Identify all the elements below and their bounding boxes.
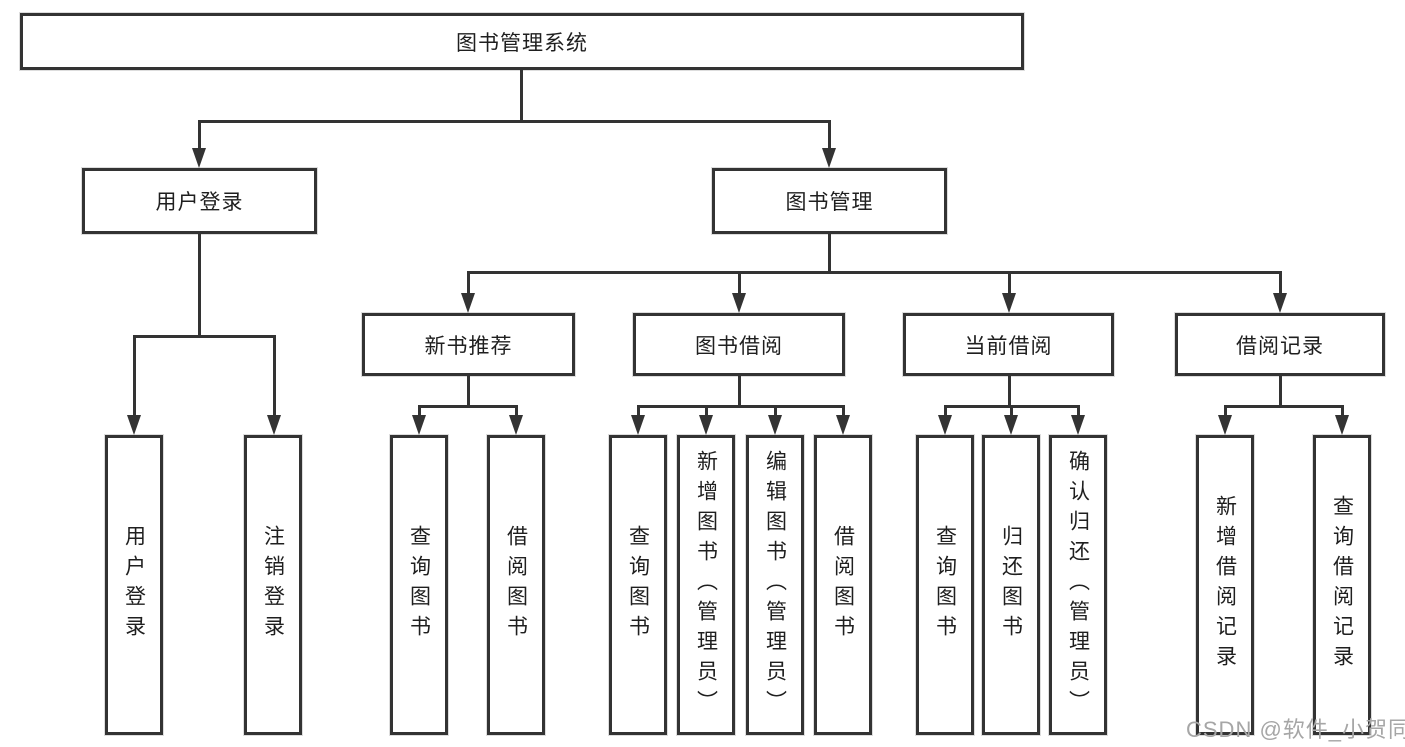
connector-line xyxy=(637,405,845,408)
connector-line xyxy=(133,335,136,419)
node-label: 借阅图书 xyxy=(831,525,855,645)
connector-line xyxy=(467,376,470,407)
arrow-icon xyxy=(732,293,746,313)
arrow-icon xyxy=(699,415,713,435)
node-label: 注销登录 xyxy=(261,525,285,645)
connector-line xyxy=(774,405,777,419)
connector-line xyxy=(828,233,831,273)
connector-line xyxy=(738,271,741,296)
node-new-book-recommendation: 新书推荐 xyxy=(362,313,575,376)
node-label: 确认归还（管理员） xyxy=(1066,450,1090,720)
leaf-logout: 注销登录 xyxy=(244,435,302,735)
connector-line xyxy=(1008,376,1011,407)
node-label: 归还图书 xyxy=(999,525,1023,645)
arrow-icon xyxy=(822,148,836,168)
node-book-management: 图书管理 xyxy=(712,168,947,234)
node-label: 用户登录 xyxy=(122,525,146,645)
connector-line xyxy=(1008,271,1011,296)
node-label: 查询图书 xyxy=(407,525,431,645)
leaf-query-borrow-record: 查询借阅记录 xyxy=(1313,435,1371,735)
connector-line xyxy=(418,405,421,419)
leaf-add-borrow-record: 新增借阅记录 xyxy=(1196,435,1254,735)
arrow-icon xyxy=(768,415,782,435)
connector-line xyxy=(842,405,845,419)
node-label: 编辑图书（管理员） xyxy=(763,450,787,720)
leaf-return-books: 归还图书 xyxy=(982,435,1040,735)
arrow-icon xyxy=(412,415,426,435)
connector-line xyxy=(1279,376,1282,407)
leaf-query-books-borrowing: 查询图书 xyxy=(609,435,667,735)
connector-line xyxy=(1341,405,1344,419)
connector-line xyxy=(1279,271,1282,296)
node-label: 查询图书 xyxy=(626,525,650,645)
connector-line xyxy=(273,335,276,419)
node-label: 借阅记录 xyxy=(1236,334,1324,358)
node-label: 查询图书 xyxy=(933,525,957,645)
arrow-icon xyxy=(267,415,281,435)
node-label: 用户登录 xyxy=(155,191,244,214)
connector-line xyxy=(198,233,201,337)
node-label: 图书管理 xyxy=(785,191,874,214)
connector-line xyxy=(198,120,201,152)
leaf-query-books-recommend: 查询图书 xyxy=(390,435,448,735)
arrow-icon xyxy=(192,148,206,168)
node-label: 当前借阅 xyxy=(964,334,1053,358)
connector-line xyxy=(467,271,1281,274)
arrow-icon xyxy=(1273,293,1287,313)
arrow-icon xyxy=(127,415,141,435)
leaf-user-login: 用户登录 xyxy=(105,435,163,735)
arrow-icon xyxy=(938,415,952,435)
arrow-icon xyxy=(1071,415,1085,435)
connector-line xyxy=(1077,405,1080,419)
arrow-icon xyxy=(1004,415,1018,435)
node-user-login: 用户登录 xyxy=(82,168,317,234)
leaf-confirm-return-admin: 确认归还（管理员） xyxy=(1049,435,1107,735)
node-label: 图书借阅 xyxy=(695,334,783,358)
arrow-icon xyxy=(1335,415,1349,435)
connector-line xyxy=(198,120,831,123)
node-label: 查询借阅记录 xyxy=(1330,495,1354,675)
connector-line xyxy=(738,376,741,407)
connector-line xyxy=(515,405,518,419)
connector-line xyxy=(705,405,708,419)
leaf-add-books-admin: 新增图书（管理员） xyxy=(677,435,735,735)
node-label: 新增借阅记录 xyxy=(1213,495,1237,675)
connector-line xyxy=(520,69,523,123)
node-borrowing-records: 借阅记录 xyxy=(1175,313,1385,376)
leaf-borrow-books-recommend: 借阅图书 xyxy=(487,435,545,735)
arrow-icon xyxy=(1002,293,1016,313)
connector-line xyxy=(944,405,947,419)
leaf-query-books-current: 查询图书 xyxy=(916,435,974,735)
connector-line xyxy=(133,335,276,338)
arrow-icon xyxy=(1218,415,1232,435)
node-current-borrowing: 当前借阅 xyxy=(903,313,1114,376)
leaf-borrow-books: 借阅图书 xyxy=(814,435,872,735)
arrow-icon xyxy=(509,415,523,435)
node-book-borrowing: 图书借阅 xyxy=(633,313,845,376)
node-label: 新书推荐 xyxy=(424,334,513,358)
connector-line xyxy=(637,405,640,419)
connector-line xyxy=(467,271,470,296)
connector-line xyxy=(418,405,518,408)
node-library-management-system: 图书管理系统 xyxy=(20,13,1024,70)
arrow-icon xyxy=(461,293,475,313)
csdn-watermark: CSDN @软件_小贺同学 xyxy=(1186,717,1405,742)
connector-line xyxy=(1224,405,1227,419)
node-label: 新增图书（管理员） xyxy=(694,450,718,720)
arrow-icon xyxy=(836,415,850,435)
node-label: 借阅图书 xyxy=(504,525,528,645)
arrow-icon xyxy=(631,415,645,435)
connector-line xyxy=(828,120,831,152)
node-label: 图书管理系统 xyxy=(456,31,588,55)
connector-line xyxy=(1224,405,1344,408)
leaf-edit-books-admin: 编辑图书（管理员） xyxy=(746,435,804,735)
connector-line xyxy=(1010,405,1013,419)
